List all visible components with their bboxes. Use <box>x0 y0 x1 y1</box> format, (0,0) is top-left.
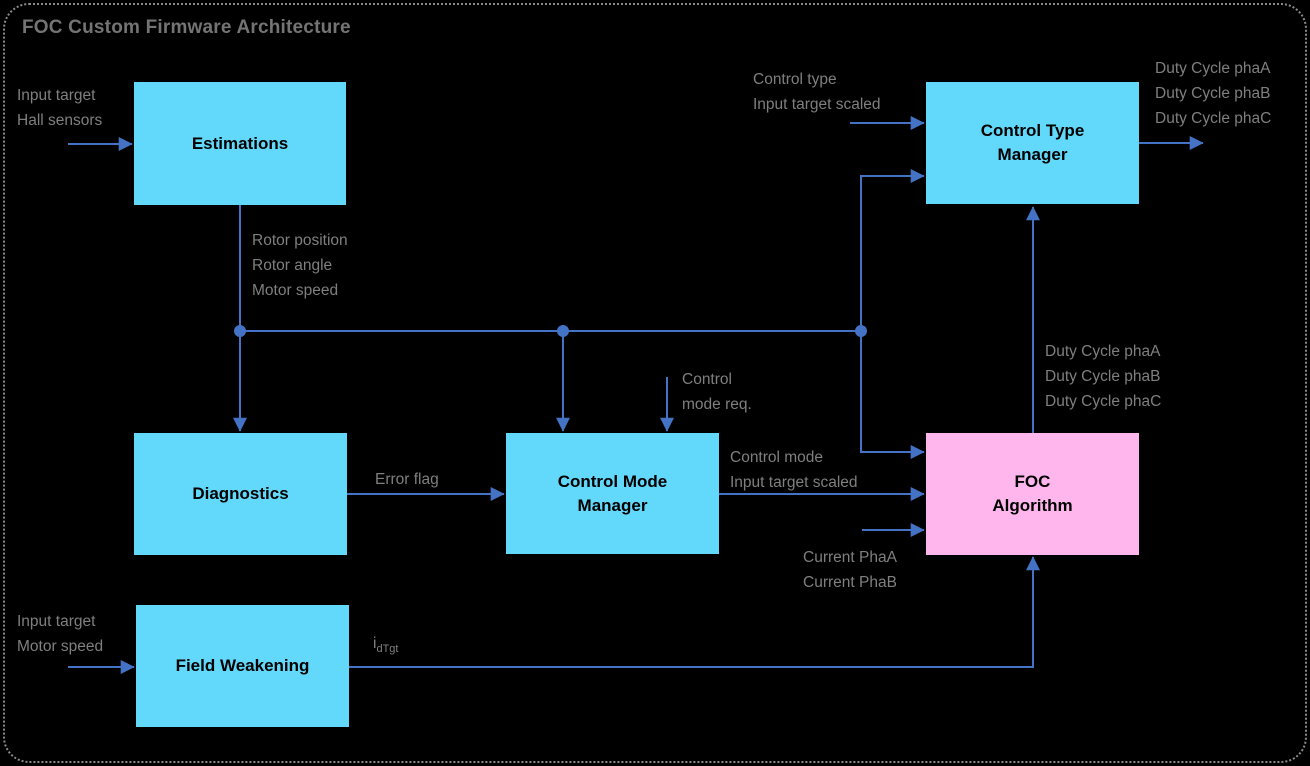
block-control-mode-manager: Control Mode Manager <box>506 433 719 554</box>
label-field-weakening-inputs: Input target Motor speed <box>17 613 104 655</box>
arrow-idtgt-to-foc <box>349 556 1040 668</box>
junction-dot-left <box>234 325 246 337</box>
block-foc-algorithm: FOC Algorithm <box>926 433 1139 555</box>
block-estimations: Estimations <box>134 82 346 205</box>
label-foc-duty-outputs: Duty Cycle phaA Duty Cycle phaB Duty Cyc… <box>1045 343 1162 410</box>
arrow-bus-to-control-type-manager <box>860 169 925 331</box>
label-estimations-inputs: Input target Hall sensors <box>17 87 103 129</box>
label-idtgt-signal: idTgt <box>373 631 398 662</box>
diagram-title: FOC Custom Firmware Architecture <box>22 17 351 38</box>
junction-dot-middle <box>557 325 569 337</box>
label-error-flag: Error flag <box>375 471 439 488</box>
label-estimations-outputs: Rotor position Rotor angle Motor speed <box>252 232 348 299</box>
arrow-bus-to-foc-algorithm <box>860 331 925 459</box>
idtgt-subscript: dTgt <box>376 643 399 656</box>
idtgt-base: i <box>373 635 377 652</box>
label-duty-cycle-outputs: Duty Cycle phaA Duty Cycle phaB Duty Cyc… <box>1155 60 1272 127</box>
label-control-type-inputs: Control type Input target scaled <box>753 71 881 113</box>
block-diagnostics: Diagnostics <box>134 433 347 555</box>
label-current-inputs: Current PhaA Current PhaB <box>803 549 897 591</box>
label-control-mode-request: Control mode req. <box>682 371 752 413</box>
block-control-type-manager: Control Type Manager <box>926 82 1139 204</box>
block-field-weakening: Field Weakening <box>136 605 349 727</box>
label-control-mode-outputs: Control mode Input target scaled <box>730 449 858 491</box>
junction-dot-right <box>855 325 867 337</box>
